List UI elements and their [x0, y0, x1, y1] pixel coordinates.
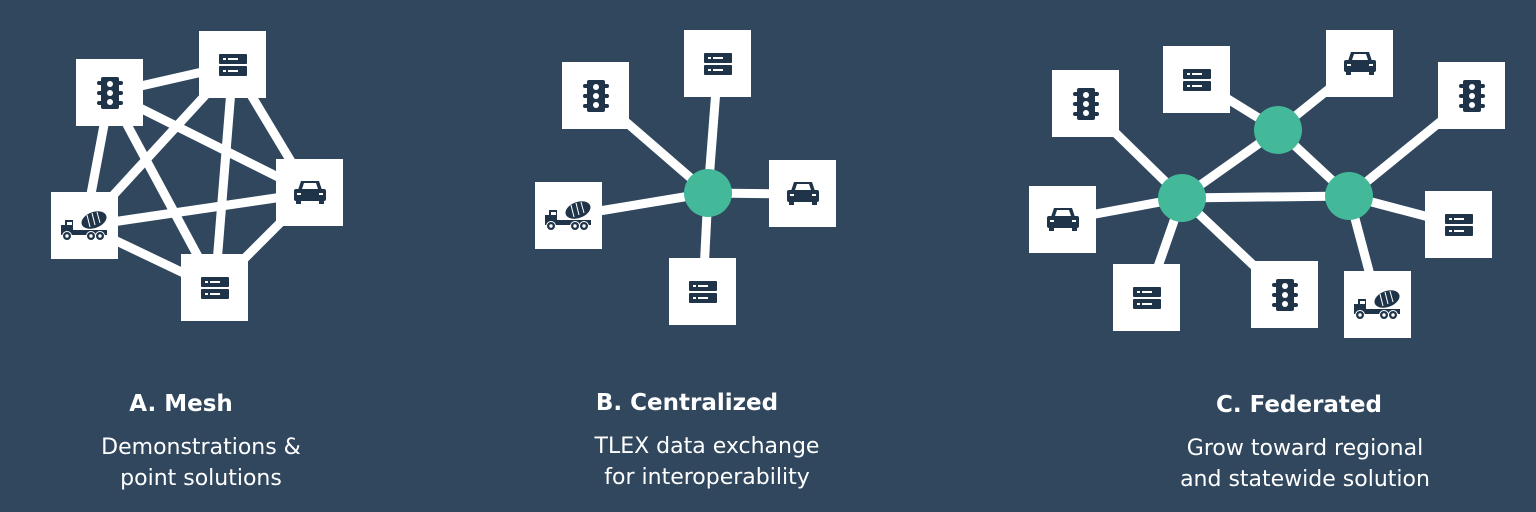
node-box: [669, 258, 736, 325]
federated-traffic-light-node: [1251, 261, 1318, 328]
node-box: [181, 254, 248, 321]
federated-hub-node: [1158, 174, 1206, 222]
federated-car-node: [1029, 186, 1096, 253]
traffic-light-icon: [97, 77, 123, 109]
federated-car-node: [1326, 30, 1393, 97]
federated-caption: C. Federated Grow toward regional and st…: [1125, 391, 1485, 495]
mesh-link: [84, 188, 311, 231]
node-box: [1163, 46, 1230, 113]
federated-subtitle-line2: and statewide solution: [1180, 467, 1430, 492]
federated-subtitle-line1: Grow toward regional: [1186, 436, 1424, 461]
federated-truck-node: [1344, 271, 1411, 338]
mesh-title: A. Mesh: [129, 391, 233, 417]
centralized-caption: B. Centralized TLEX data exchange for in…: [527, 389, 887, 493]
mesh-subtitle: Demonstrations & point solutions: [21, 432, 381, 494]
mesh-subtitle-line2: point solutions: [120, 466, 282, 491]
federated-traffic-light-node: [1438, 62, 1505, 129]
federated-hub-node: [1254, 106, 1302, 154]
centralized-title: B. Centralized: [595, 390, 779, 416]
mesh-truck-node: [51, 192, 118, 259]
federated-server-node: [1425, 191, 1492, 258]
centralized-car-node: [769, 160, 836, 227]
centralized-server-node: [669, 258, 736, 325]
node-box: [1113, 264, 1180, 331]
traffic-light-icon: [1459, 80, 1485, 112]
federated-hub-node: [1325, 172, 1373, 220]
federated-link: [1181, 191, 1350, 203]
centralized-subtitle-line1: TLEX data exchange: [594, 434, 820, 459]
centralized-subtitle: TLEX data exchange for interoperability: [527, 431, 887, 493]
federated-server-node: [1163, 46, 1230, 113]
mesh-caption: A. Mesh Demonstrations & point solutions: [21, 390, 381, 494]
centralized-truck-node: [535, 182, 602, 249]
mesh-car-node: [276, 159, 343, 226]
centralized-hub-node: [684, 169, 732, 217]
traffic-light-icon: [1073, 88, 1099, 120]
centralized-traffic-light-node: [562, 62, 629, 129]
federated-traffic-light-node: [1052, 70, 1119, 137]
traffic-light-icon: [1272, 279, 1298, 311]
traffic-light-icon: [583, 80, 609, 112]
node-box: [684, 30, 751, 97]
federated-title: C. Federated: [1216, 392, 1382, 418]
federated-server-node: [1113, 264, 1180, 331]
mesh-server-node: [181, 254, 248, 321]
node-box: [1425, 191, 1492, 258]
federated-subtitle: Grow toward regional and statewide solut…: [1125, 433, 1485, 495]
centralized-server-node: [684, 30, 751, 97]
mesh-server-node: [199, 31, 266, 98]
mesh-subtitle-line1: Demonstrations &: [101, 435, 301, 460]
centralized-subtitle-line2: for interoperability: [604, 465, 810, 490]
mesh-traffic-light-node: [76, 59, 143, 126]
mesh-link: [210, 64, 238, 289]
node-box: [199, 31, 266, 98]
